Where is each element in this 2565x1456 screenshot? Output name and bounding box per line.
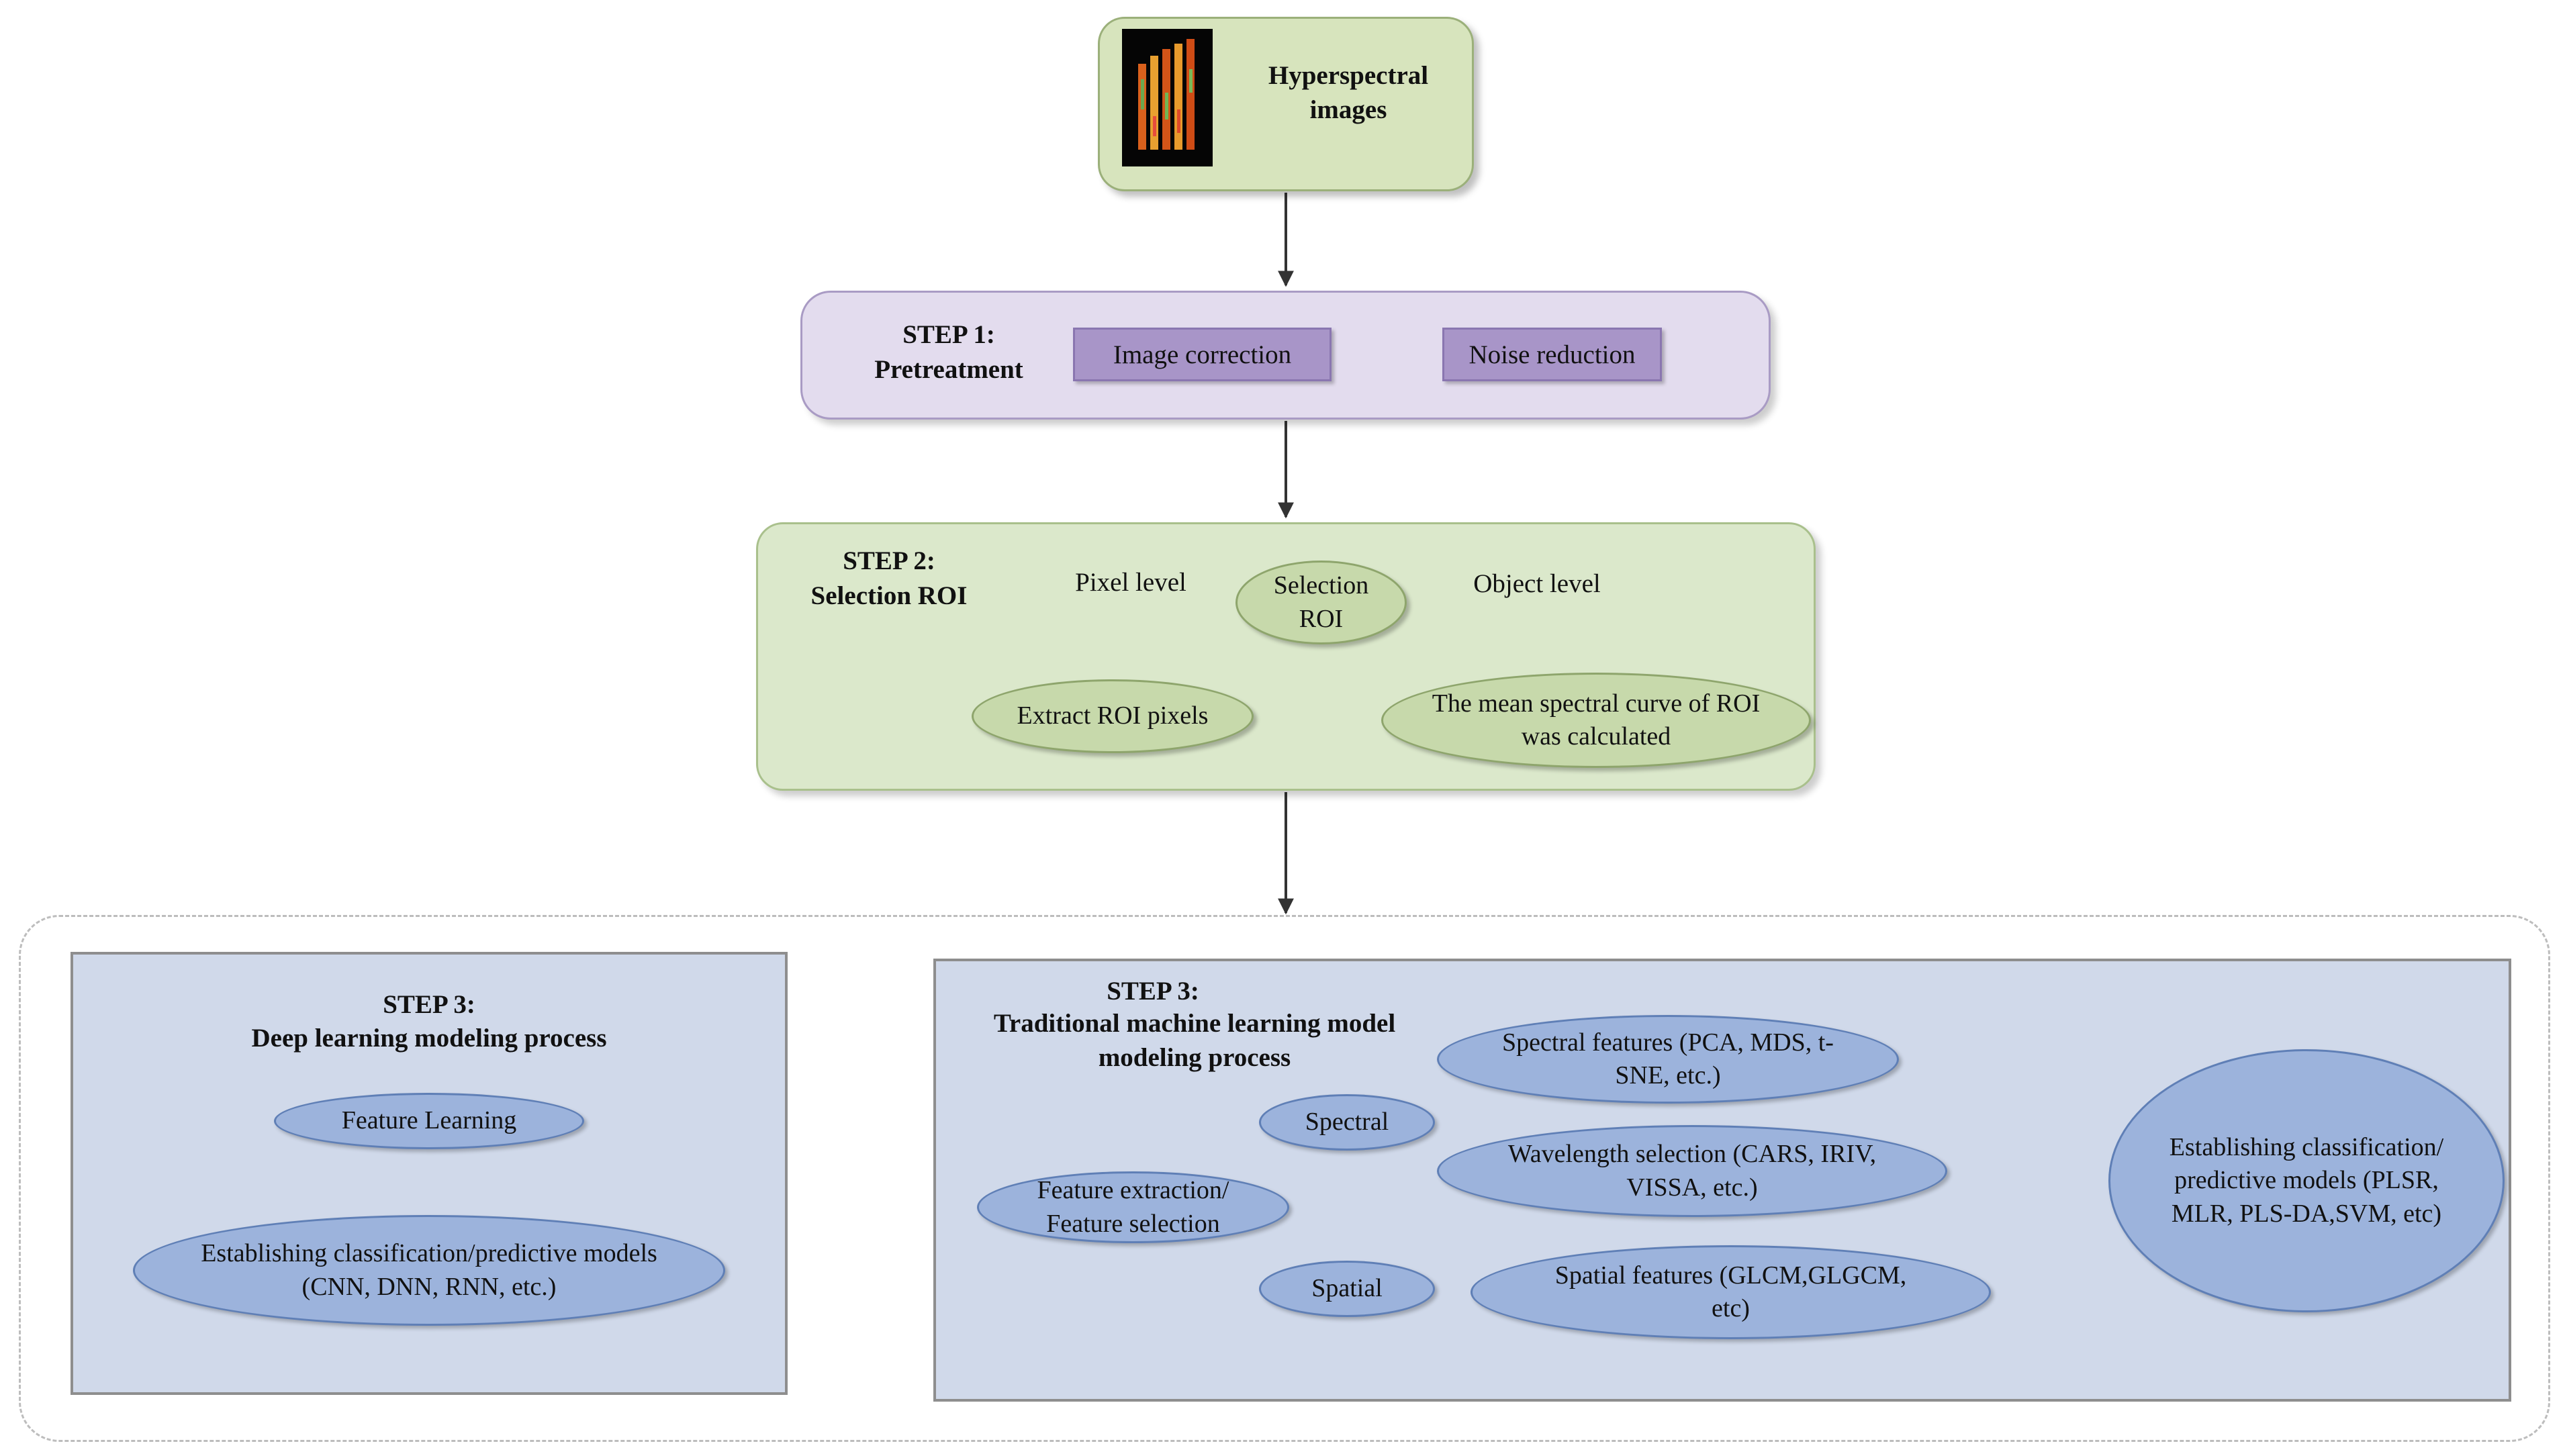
object-level-label: Object level	[1473, 569, 1601, 598]
pixel-level-label: Pixel level	[1075, 568, 1186, 597]
step2-subtitle: Selection ROI	[810, 581, 968, 610]
mean-spectral-curve-ellipse: The mean spectral curve of ROI was calcu…	[1381, 673, 1811, 768]
noise-reduction-button: Noise reduction	[1442, 328, 1662, 381]
deep-learning-panel: STEP 3: Deep learning modeling process	[71, 952, 788, 1395]
feature-extraction-ellipse: Feature extraction/ Feature selection	[977, 1171, 1289, 1243]
deep-learning-subtitle: Deep learning modeling process	[251, 1024, 607, 1053]
traditional-title: STEP 3:	[1107, 977, 1199, 1006]
traditional-subtitle: Traditional machine learning model model…	[993, 1009, 1396, 1072]
wavelength-selection-ellipse: Wavelength selection (CARS, IRIV, VISSA,…	[1437, 1125, 1947, 1217]
hyperspectral-images-node: Hyperspectral images	[1098, 17, 1474, 191]
deep-models-ellipse: Establishing classification/predictive m…	[133, 1215, 725, 1326]
hyperspectral-images-label: Hyperspectral images	[1268, 61, 1429, 124]
step2-title: STEP 2:	[843, 546, 935, 575]
spectral-ellipse: Spectral	[1259, 1094, 1435, 1151]
selection-roi-ellipse: Selection ROI	[1235, 561, 1407, 644]
step1-subtitle: Pretreatment	[874, 355, 1023, 384]
feature-learning-ellipse: Feature Learning	[274, 1093, 584, 1149]
traditional-models-ellipse: Establishing classification/ predictive …	[2108, 1049, 2505, 1312]
spectral-features-ellipse: Spectral features (PCA, MDS, t-SNE, etc.…	[1437, 1015, 1899, 1104]
spatial-features-ellipse: Spatial features (GLCM,GLGCM, etc)	[1471, 1245, 1991, 1339]
image-correction-button: Image correction	[1073, 328, 1332, 381]
extract-roi-pixels-ellipse: Extract ROI pixels	[972, 679, 1254, 753]
step1-pretreatment-box: STEP 1: Pretreatment Image correction No…	[800, 291, 1771, 420]
deep-learning-title: STEP 3:	[383, 990, 475, 1019]
step3-dashed-frame	[19, 915, 2550, 1442]
spatial-ellipse: Spatial	[1259, 1261, 1435, 1317]
hyperspectral-image-thumbnail	[1122, 29, 1213, 166]
step1-title: STEP 1:	[902, 320, 995, 349]
